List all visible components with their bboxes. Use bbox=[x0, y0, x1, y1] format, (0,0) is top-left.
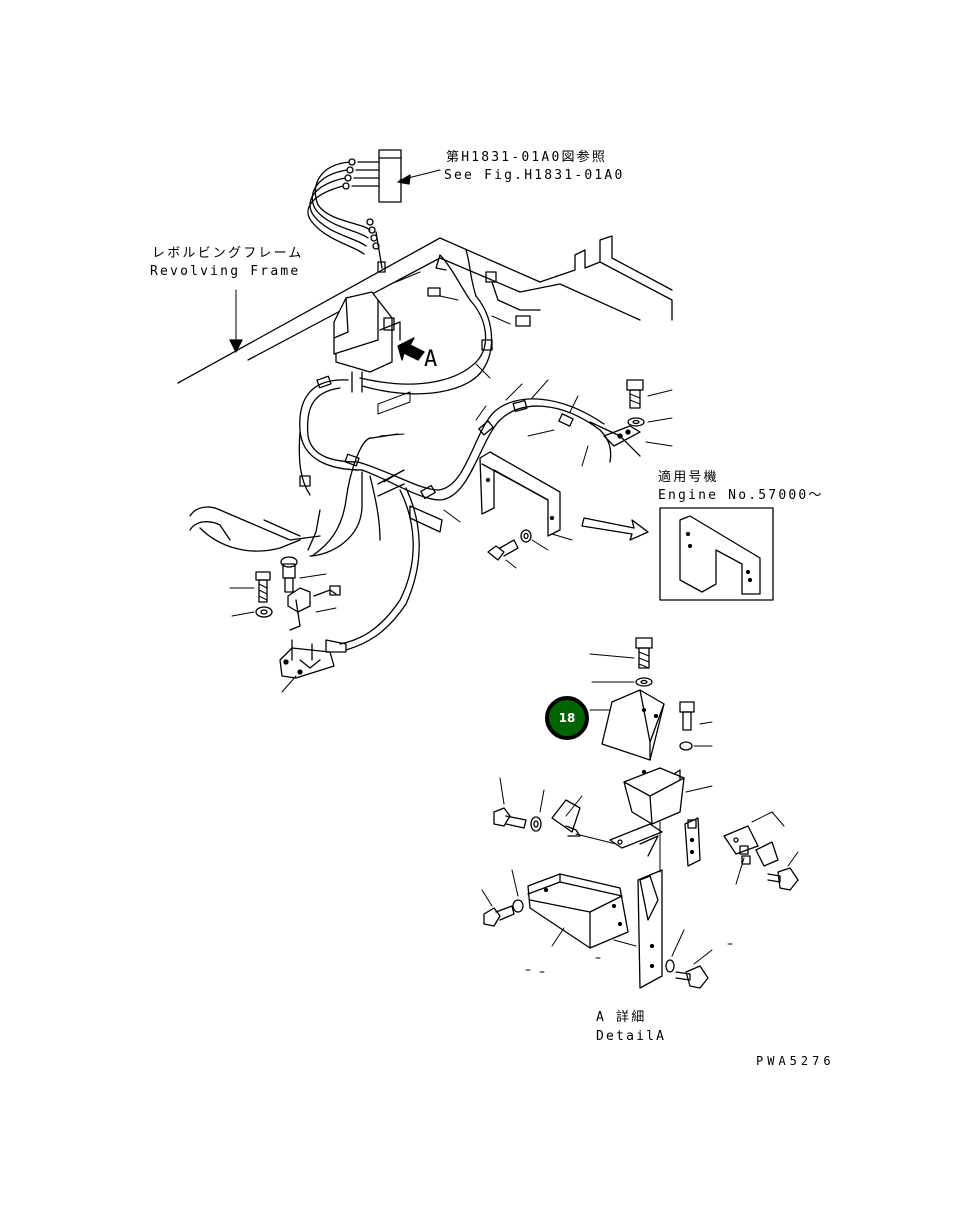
revolving-frame-outline bbox=[177, 235, 673, 384]
relay-box-assembly bbox=[333, 291, 425, 393]
drawing-code: PWA5276 bbox=[756, 1054, 835, 1068]
revolving-frame-label-japanese: レボルビングフレーム bbox=[152, 246, 304, 261]
upper-harness-bundle bbox=[307, 149, 441, 273]
detail-a-parts bbox=[481, 637, 799, 989]
view-a-marker: A bbox=[424, 347, 438, 372]
revolving-frame-label-english: Revolving Frame bbox=[150, 264, 301, 279]
engine-number-label: Engine No.57000～ bbox=[658, 488, 824, 503]
left-body-outline bbox=[189, 433, 399, 557]
right-upper-bolt-parts bbox=[379, 295, 673, 523]
detail-a-label-english: DetailA bbox=[596, 1029, 667, 1044]
part-callout-badge[interactable]: 18 bbox=[545, 696, 589, 740]
main-harness-run bbox=[298, 249, 641, 653]
center-mounting-bracket bbox=[479, 451, 573, 569]
inset-engine-variant bbox=[581, 507, 774, 601]
see-figure-label-english: See Fig.H1831-01A0 bbox=[444, 168, 625, 183]
part-callout-number: 18 bbox=[558, 711, 576, 725]
see-figure-label-japanese: 第H1831-01A0図参照 bbox=[446, 150, 608, 165]
detail-a-label-japanese: A 詳細 bbox=[596, 1010, 647, 1025]
lower-left-bracket-parts bbox=[229, 556, 341, 693]
applicable-machine-label: 適用号機 bbox=[658, 470, 719, 485]
